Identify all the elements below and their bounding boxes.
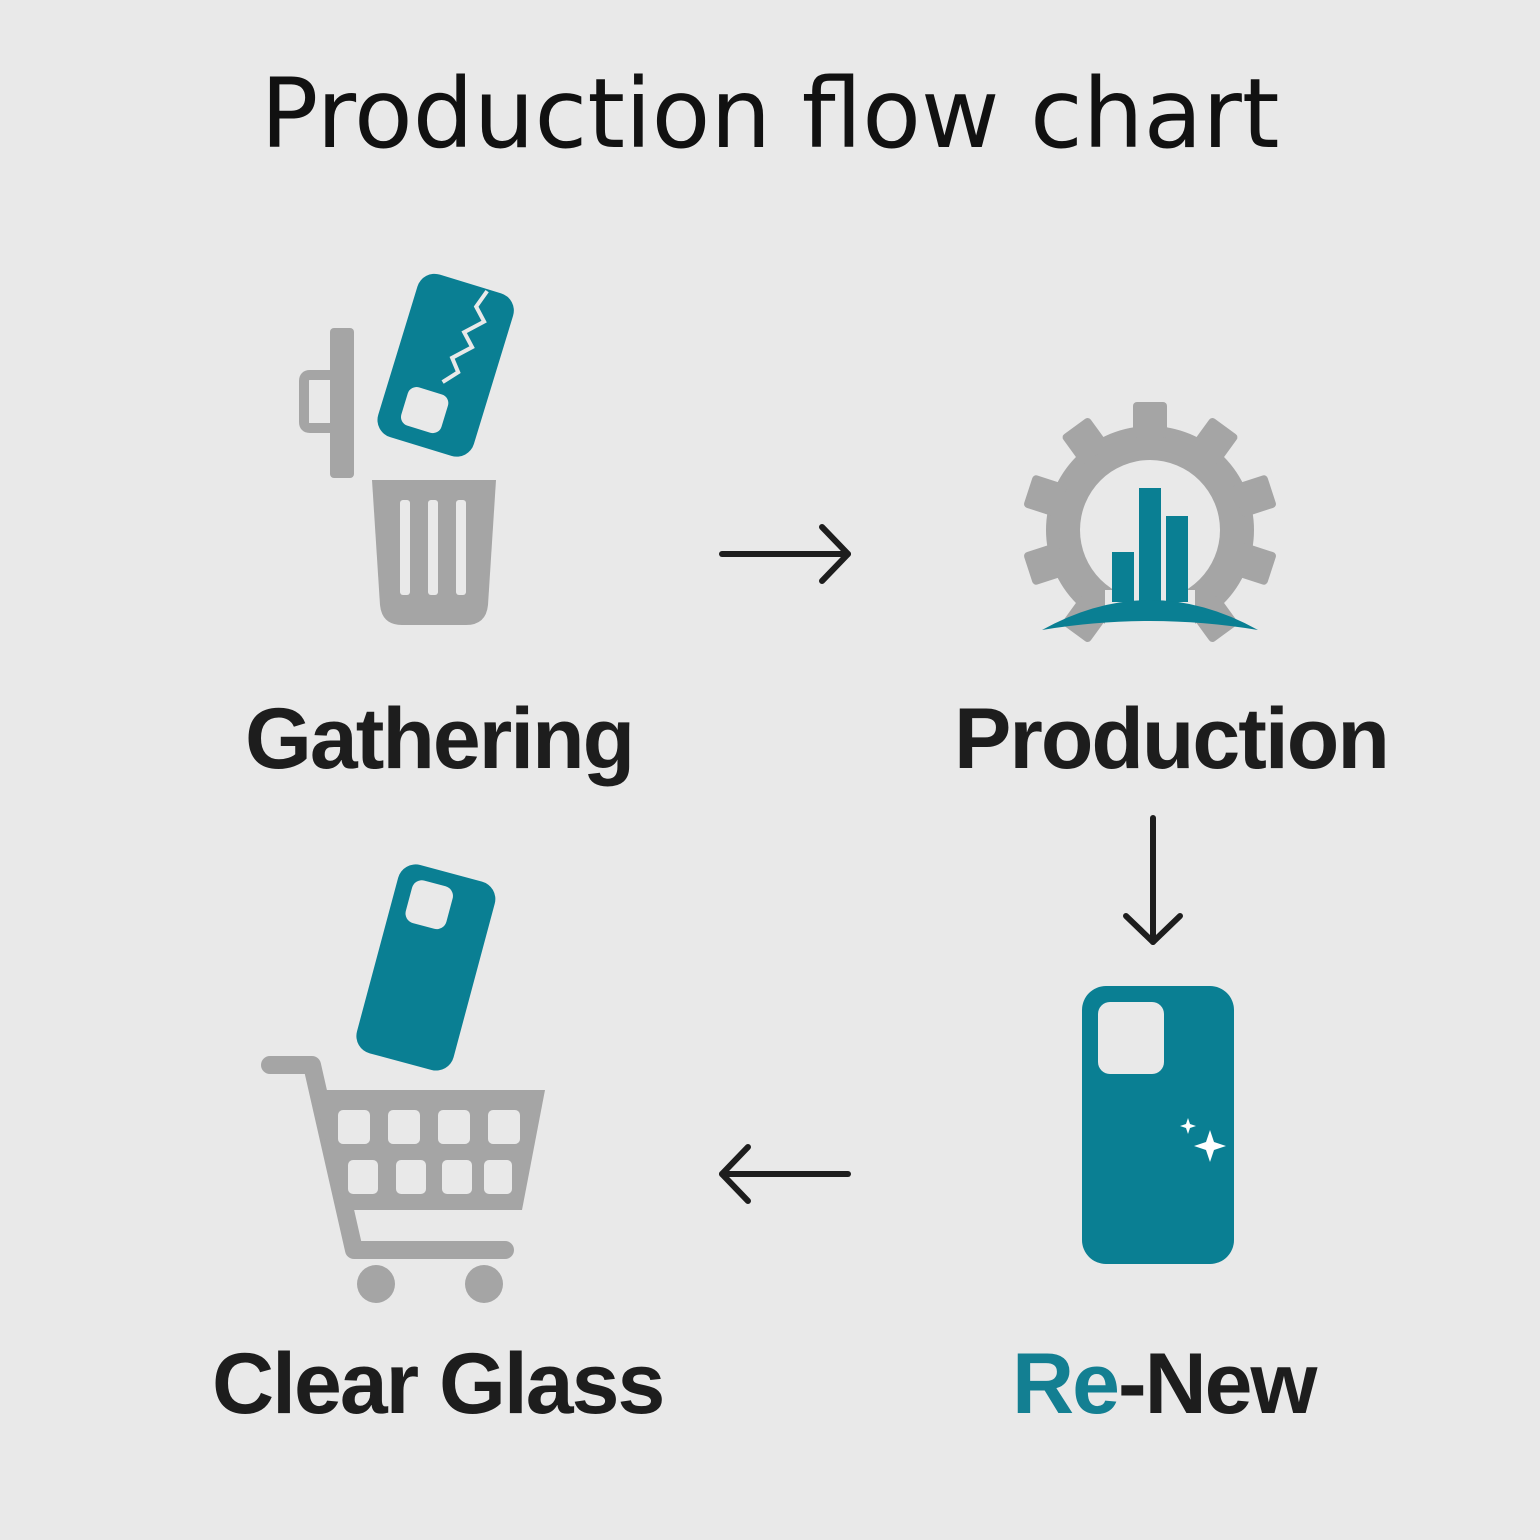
gathering-label: Gathering (245, 691, 635, 787)
shopping-cart-phone-icon (261, 864, 545, 1303)
renew-label-rest: -New (1117, 1336, 1317, 1432)
clear-glass-label: Clear Glass (212, 1336, 665, 1432)
production-label: Production (954, 691, 1390, 787)
renew-label: Re-New (1012, 1335, 1317, 1434)
new-phone-case-icon (1082, 986, 1234, 1264)
renew-label-accent: Re (1012, 1336, 1120, 1432)
gear-chart-icon (1024, 402, 1276, 650)
broken-phone-trash-icon (299, 273, 514, 625)
page-title: Production flow chart (260, 58, 1280, 170)
arrow-left-icon (719, 1144, 851, 1204)
arrow-right-icon (719, 524, 851, 584)
arrow-down-icon (1123, 815, 1183, 945)
